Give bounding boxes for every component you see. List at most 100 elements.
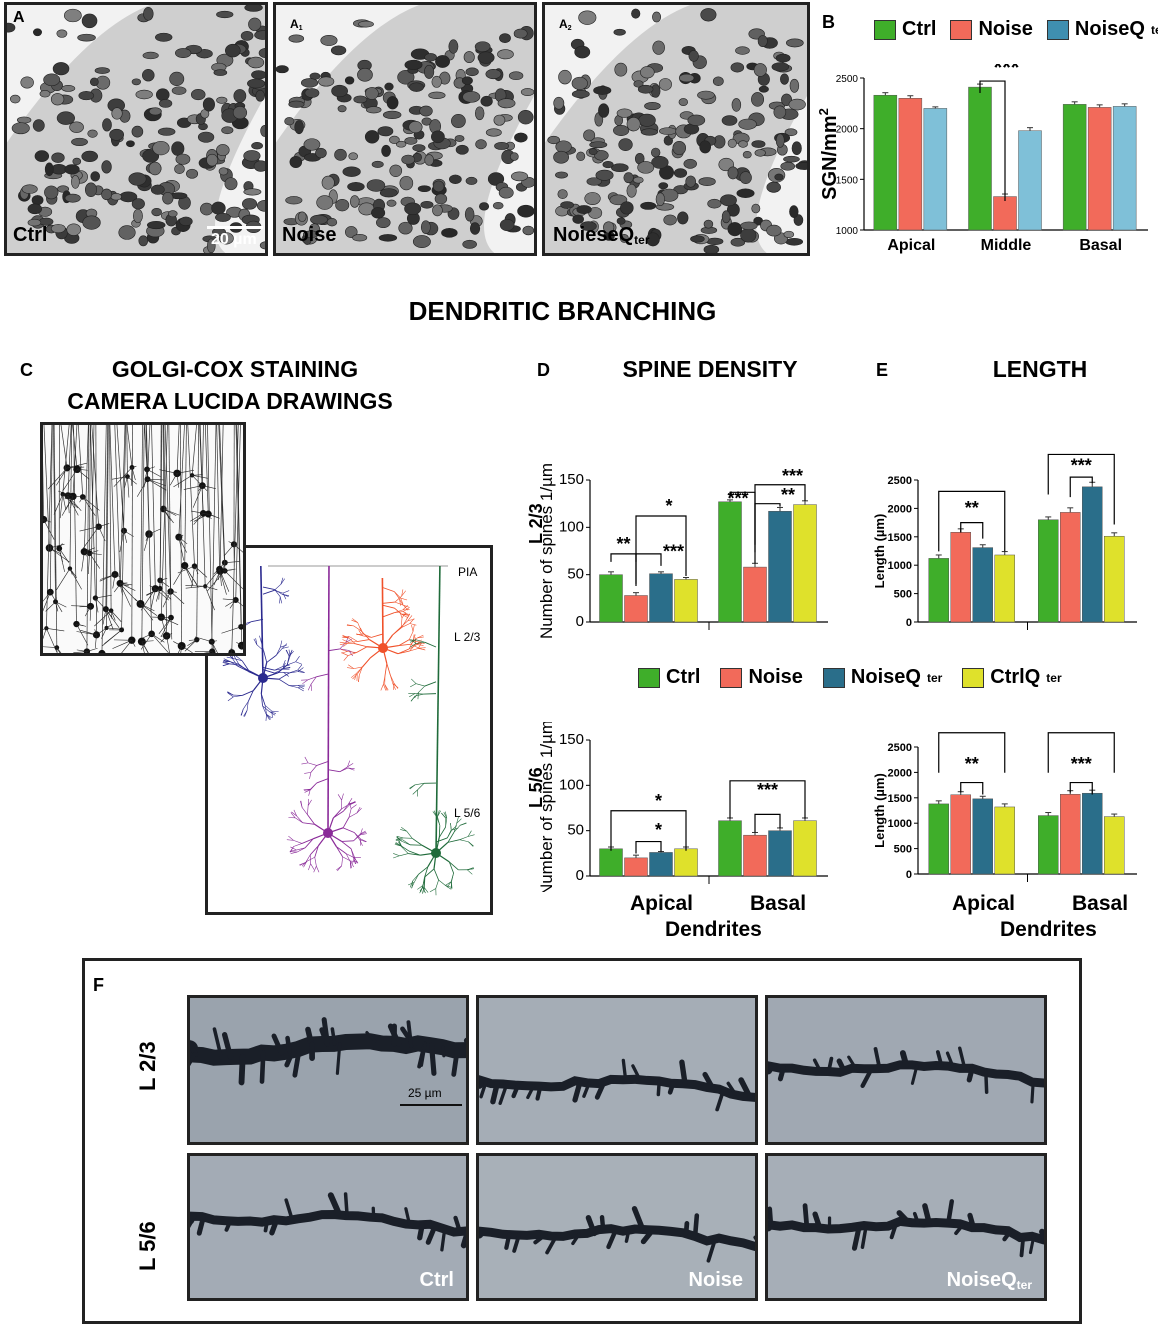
legend-item: Noise — [720, 666, 803, 689]
significance-stars: * — [655, 820, 662, 840]
cell-nucleus — [673, 168, 688, 178]
cell-nucleus — [151, 207, 162, 217]
dendrite — [218, 569, 220, 581]
dendritic-spine — [910, 1063, 919, 1085]
cell-nucleus — [381, 144, 391, 157]
neuron-branch — [264, 705, 267, 715]
neuron-branch — [276, 648, 283, 656]
cell-nucleus — [700, 8, 717, 22]
bar — [994, 806, 1015, 875]
cell-nucleus — [547, 135, 560, 145]
neuron-branch — [308, 863, 311, 871]
cell-nucleus — [342, 166, 361, 177]
cell-nucleus — [315, 147, 327, 159]
cell-nucleus — [513, 28, 528, 39]
neuron-branch — [447, 829, 453, 839]
dendrite — [84, 551, 87, 557]
neuron-branch — [261, 642, 264, 651]
cell-nucleus — [672, 140, 687, 156]
cell-nucleus — [631, 8, 641, 19]
dendrite — [43, 646, 57, 648]
dendritic-spine — [851, 1224, 862, 1251]
label-noiseqter: NoieseQter — [553, 224, 650, 247]
dendrite — [158, 617, 172, 635]
neuron-branch — [279, 596, 281, 604]
dendrite — [55, 601, 67, 608]
cell-nucleus — [771, 62, 790, 72]
dendrite — [180, 645, 182, 653]
legend-swatch — [950, 19, 973, 40]
cell-nucleus — [640, 128, 659, 136]
cell-nucleus — [148, 161, 162, 176]
significance-bracket — [1069, 781, 1093, 795]
neuron-branch — [339, 648, 349, 651]
significance-bracket — [938, 732, 1006, 773]
cell-nucleus — [553, 150, 570, 164]
dendrite — [166, 633, 173, 637]
cell-nucleus — [687, 114, 706, 126]
cell-nucleus — [90, 171, 100, 182]
bar — [873, 94, 898, 231]
cell-nucleus — [508, 71, 524, 81]
dendrite — [130, 467, 133, 486]
cell-nucleus — [200, 202, 214, 216]
cell-nucleus — [365, 87, 379, 100]
neuron-branch — [415, 693, 425, 695]
legend-item: Ctrl — [638, 666, 700, 689]
neuron-branch — [401, 619, 407, 628]
cell-nucleus — [256, 199, 265, 212]
neuron-branch — [304, 838, 314, 849]
dendrite — [131, 640, 136, 647]
cell-nucleus — [685, 175, 696, 188]
neuron-branch — [251, 618, 264, 623]
cell-nucleus — [571, 90, 590, 99]
bar — [674, 848, 698, 877]
cell-nucleus — [730, 62, 745, 73]
neuron-branch — [290, 851, 298, 854]
neuron-branch — [353, 857, 359, 864]
cell-nucleus — [594, 150, 609, 161]
cell-nucleus — [152, 140, 170, 156]
cell-nucleus — [699, 140, 712, 154]
soma — [98, 649, 106, 653]
neuron-branch — [259, 635, 262, 643]
cell-nucleus — [44, 162, 54, 177]
cell-nucleus — [44, 185, 59, 200]
dendrite — [148, 528, 161, 535]
dendrite — [224, 561, 241, 563]
cell-nucleus — [727, 222, 743, 237]
cell-nucleus — [784, 128, 798, 137]
dendrite-shaft — [479, 1224, 755, 1251]
cell-nucleus — [243, 188, 262, 196]
cell-nucleus — [420, 220, 431, 235]
cell-nucleus — [142, 51, 159, 60]
neuron-branch — [383, 684, 387, 691]
dendrite — [183, 485, 203, 490]
neuron-branch — [409, 644, 416, 652]
neuron-branch — [227, 691, 234, 696]
dendrite — [59, 494, 64, 519]
neuron-branch — [406, 831, 413, 839]
apical-process — [83, 425, 89, 552]
apical-process — [106, 425, 109, 628]
neuron-branch — [394, 595, 402, 603]
neuron-branch — [403, 604, 410, 608]
cell-nucleus — [593, 86, 612, 95]
neuron-branch — [401, 846, 409, 854]
dendrite — [147, 478, 166, 487]
dendritic-spine — [571, 1232, 581, 1246]
cell-nucleus — [138, 235, 149, 247]
cell-nucleus — [783, 230, 795, 238]
cell-nucleus — [572, 214, 584, 224]
micrograph-ctrl: A Ctrl 20 µm — [4, 2, 268, 256]
neuron-branch — [307, 676, 317, 681]
dendritic-spine — [545, 1234, 559, 1255]
y-axis-label: SGN/mm2 — [816, 108, 841, 200]
y-tick-label: 150 — [559, 731, 584, 748]
dendritic-spine — [271, 1033, 285, 1056]
cell-nucleus — [720, 194, 737, 207]
cell-nucleus — [420, 200, 434, 209]
significance-stars: ** — [965, 498, 979, 518]
cell-nucleus — [81, 13, 98, 29]
dendritic-spine — [946, 1199, 954, 1226]
